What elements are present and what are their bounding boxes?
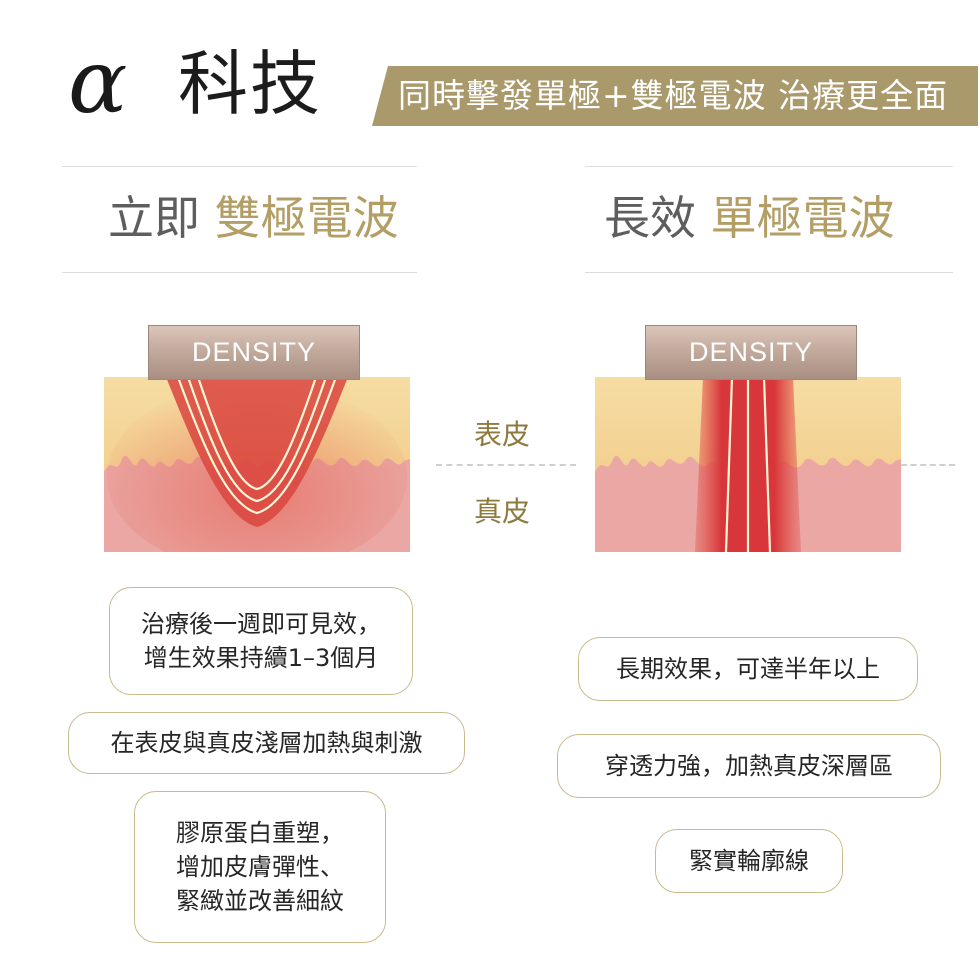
right-bubble-1: 長期效果，可達半年以上 [578,637,918,701]
device-label-left: DENSITY [191,337,317,367]
slogan-banner [372,66,978,126]
slogan-text: 同時擊發單極+雙極電波 治療更全面 [398,76,949,115]
left-column-title: 立即 雙極電波 [108,190,399,246]
right-bubble-3-line-1: 緊實輪廓線 [689,847,809,875]
right-title-lead: 長效 [604,191,696,245]
device-label-right: DENSITY [688,337,814,367]
left-bubble-1-line-2: 增生效果持續1–3個月 [143,644,379,672]
density-device-right [645,325,857,380]
layer-divider-center [436,464,576,466]
divider-top-right [585,166,953,167]
density-device-left [148,325,360,380]
epidermis-label: 表皮 [474,418,531,451]
left-bubble-3-line-2: 增加皮膚彈性、 [176,853,344,881]
monopolar-skin-diagram [595,377,901,552]
rf-current-lines [176,377,338,515]
layer-divider-right [901,464,955,466]
divider-bottom-left [62,272,417,273]
left-bubble-1: 治療後一週即可見效， 增生效果持續1–3個月 [109,587,413,695]
left-bubble-3: 膠原蛋白重塑， 增加皮膚彈性、 緊緻並改善細紋 [134,791,386,943]
left-bubble-2: 在表皮與真皮淺層加熱與刺激 [68,712,465,774]
right-title-emphasis: 單極電波 [710,191,895,245]
left-bubble-1-line-1: 治療後一週即可見效， [141,610,381,638]
right-column-title: 長效 單極電波 [604,190,895,246]
left-bubble-2-line-1: 在表皮與真皮淺層加熱與刺激 [110,729,423,757]
bipolar-skin-diagram [104,377,410,552]
left-bubble-3-line-3: 緊緻並改善細紋 [176,887,344,915]
left-title-emphasis: 雙極電波 [214,191,399,245]
right-bubble-3: 緊實輪廓線 [655,829,843,893]
right-bubble-2: 穿透力強，加熱真皮深層區 [557,734,941,798]
right-bubble-1-line-1: 長期效果，可達半年以上 [616,655,880,683]
alpha-symbol: α [68,30,128,133]
rf-current-lines-right [724,377,772,552]
left-bubble-3-line-1: 膠原蛋白重塑， [176,819,344,847]
right-bubble-2-line-1: 穿透力強，加熱真皮深層區 [605,752,893,780]
divider-top-left [62,166,417,167]
left-title-lead: 立即 [108,191,200,245]
divider-bottom-right [585,272,953,273]
brand-title: 科技 [178,43,322,125]
dermis-label: 真皮 [474,495,531,528]
